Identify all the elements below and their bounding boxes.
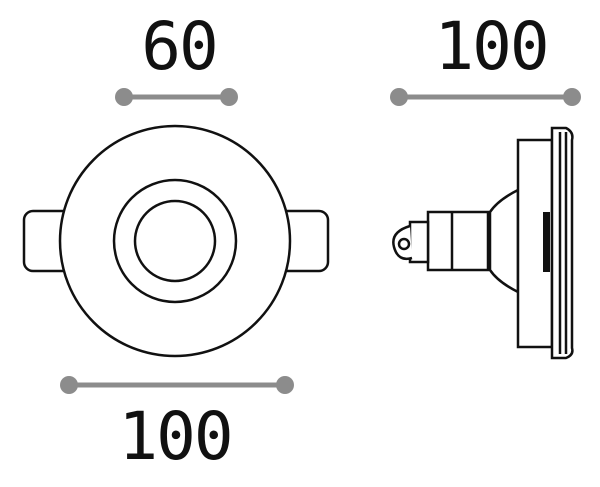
dimension-label-outer-width: 100: [118, 398, 233, 475]
side-view-socket: [408, 220, 430, 264]
dimension-label-inner-diameter: 60: [141, 8, 218, 85]
side-view-neck: [426, 210, 490, 272]
dimension-line-inner-diameter: [115, 88, 238, 106]
side-view: [392, 126, 574, 360]
front-view: [22, 124, 330, 358]
side-view-rim: [550, 126, 574, 360]
side-view-body-dome: [488, 187, 520, 295]
dimension-line-outer-width: [60, 376, 294, 394]
dimension-line-side-depth: [390, 88, 581, 106]
dimension-label-side-depth: 100: [434, 8, 549, 85]
front-view-inner-ring: [133, 199, 217, 283]
